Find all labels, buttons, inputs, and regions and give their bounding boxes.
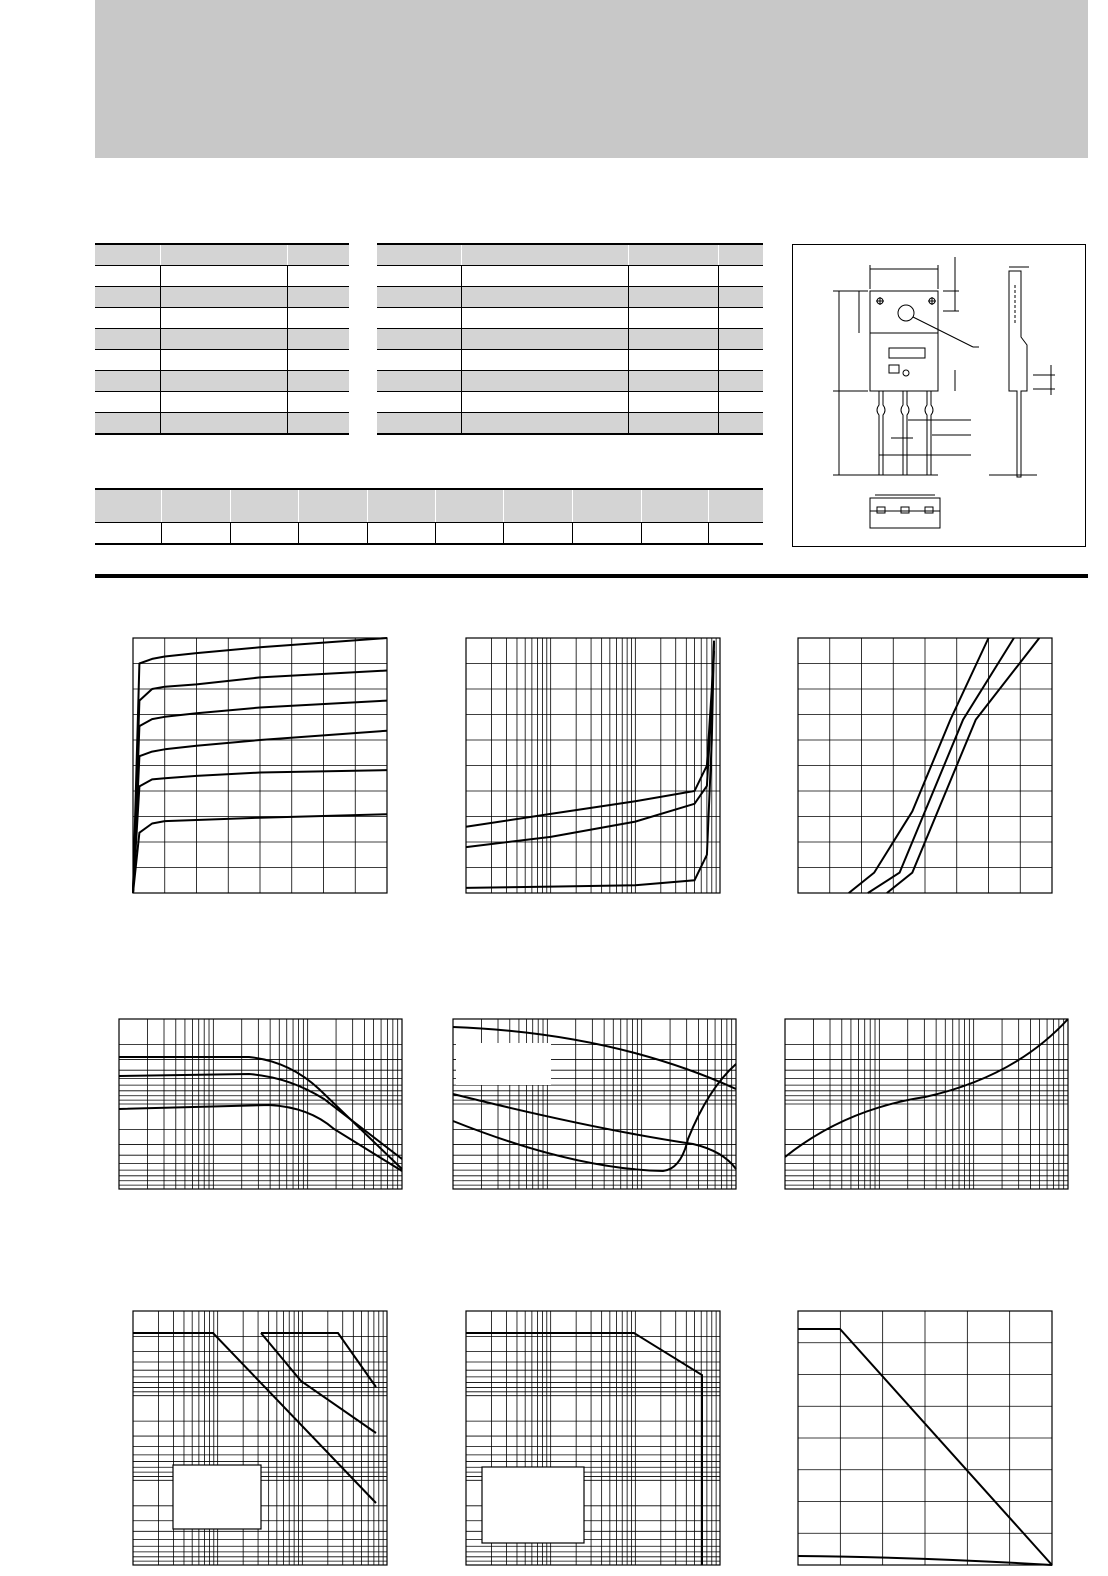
section-divider (95, 574, 1088, 578)
chart-7-safe-operating-area (132, 1310, 388, 1566)
chart-5-switching-time (452, 1018, 737, 1190)
package-outline-drawing (833, 257, 1055, 529)
series-line-2 (452, 1093, 737, 1170)
series-line-2 (867, 637, 1015, 894)
plot-frame (465, 1310, 721, 1566)
hfe-rank-table (95, 488, 763, 545)
plot-frame (797, 637, 1053, 894)
plot-frame (784, 1018, 1069, 1190)
package-outline-frame (792, 244, 1086, 547)
chart-2-saturation-voltage (465, 637, 721, 894)
chart-4-hfe-vs-ic (118, 1018, 403, 1190)
series-line-1 (848, 637, 990, 894)
series-line-1 (784, 1018, 1069, 1158)
series-line-4 (132, 729, 388, 894)
legend-box (456, 1043, 551, 1085)
chart-1-output-characteristics (132, 637, 388, 894)
series-line-3 (886, 637, 1041, 894)
series-line-6 (132, 813, 388, 894)
chart-8-reverse-bias-soa (465, 1310, 721, 1566)
plot-frame (465, 637, 721, 894)
series-line-2 (132, 669, 388, 894)
series-line-2 (797, 1555, 1053, 1566)
chart-9-power-derating (797, 1310, 1053, 1566)
series-line-3 (132, 699, 388, 894)
chart-6-transient-thermal (784, 1018, 1069, 1190)
plot-frame (797, 1310, 1053, 1566)
series-line-2 (118, 1072, 403, 1160)
note-box (481, 1466, 585, 1544)
series-line-1 (798, 1328, 1053, 1566)
series-line-1 (132, 637, 388, 894)
series-line-2 (260, 1332, 377, 1434)
note-box (172, 1464, 262, 1530)
series-line-1 (133, 1332, 377, 1504)
plot-frame (452, 1018, 737, 1190)
plot-frame (132, 1310, 388, 1566)
series-line-5 (132, 769, 388, 894)
series-line-3 (118, 1103, 403, 1172)
plot-frame (132, 637, 388, 894)
series-line-3 (261, 1332, 377, 1388)
series-line-1 (452, 1026, 737, 1090)
chart-3-input-characteristics (797, 637, 1053, 894)
series-line-1 (119, 1056, 403, 1170)
series-line-3 (452, 1063, 737, 1173)
series-line-1 (466, 1332, 703, 1565)
plot-frame (118, 1018, 403, 1190)
series-line-1 (465, 643, 715, 828)
header-band (95, 0, 1088, 158)
absolute-ratings-table (95, 243, 349, 435)
series-line-3 (465, 640, 715, 889)
electrical-characteristics-table (377, 243, 763, 435)
series-line-2 (465, 650, 715, 849)
